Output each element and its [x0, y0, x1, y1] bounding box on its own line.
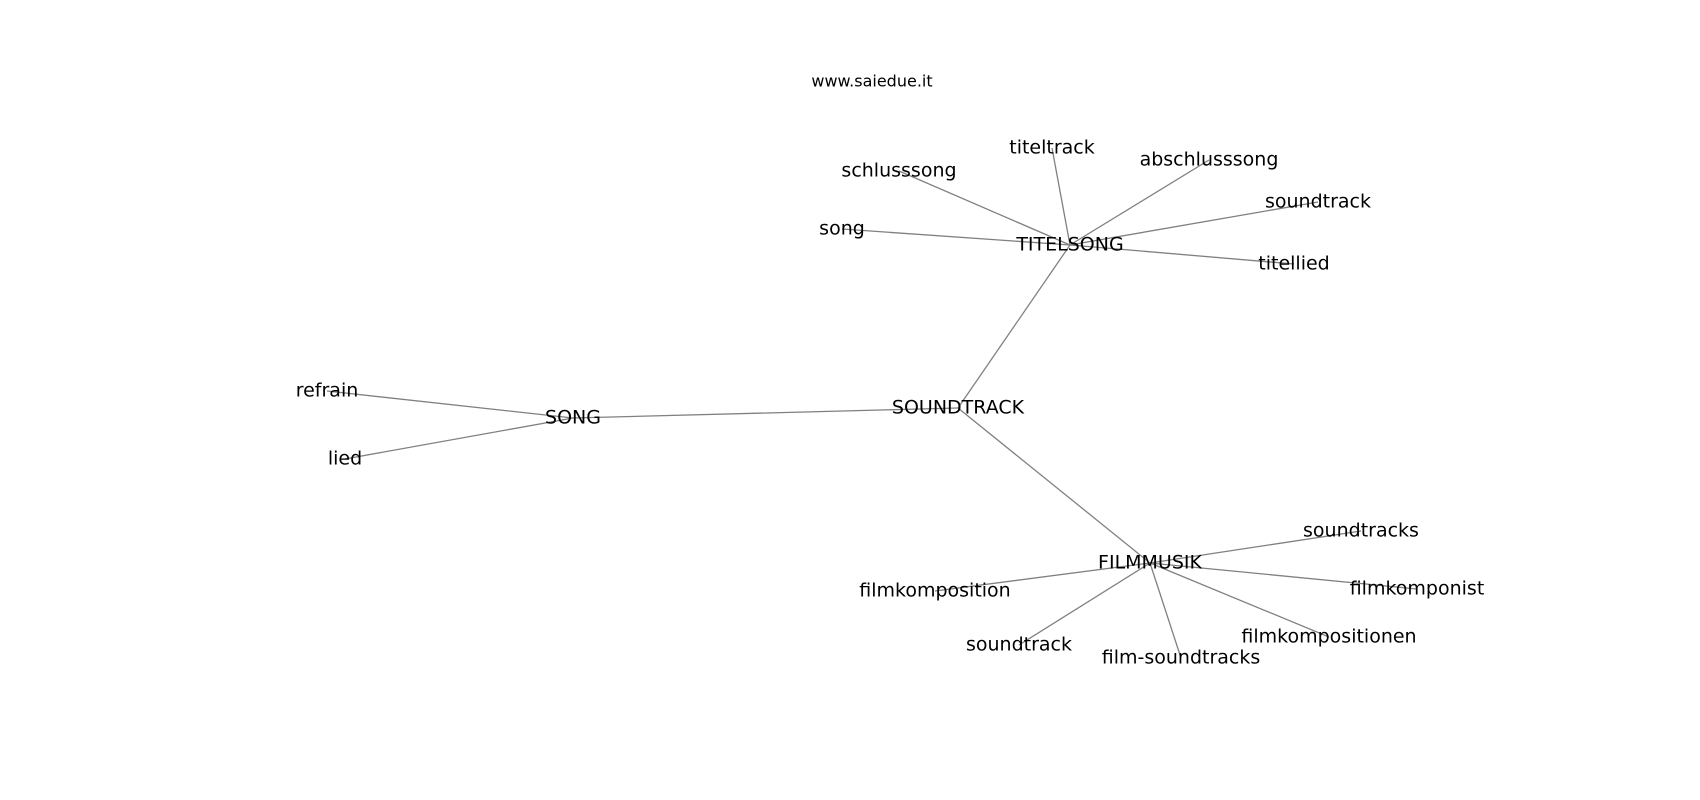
- edge-song_hub-lied: [344, 417, 574, 460]
- edge-titelsong_hub-soundtrack_t: [1069, 201, 1319, 246]
- node-label-song-hub: SONG: [545, 407, 601, 429]
- node-label-filmkompositionen: filmkompositionen: [1241, 626, 1416, 648]
- edge-filmmusik_hub-soundtracks: [1149, 530, 1362, 564]
- node-label-lied: lied: [328, 448, 362, 470]
- node-label-titelsong-hub: TITELSONG: [1015, 234, 1123, 256]
- edge-filmmusik_hub-soundtrack_f: [1018, 562, 1151, 646]
- edge-titelsong_hub-titellied: [1069, 244, 1295, 265]
- edge-filmmusik_hub-filmkomponist: [1149, 562, 1418, 590]
- node-label-soundtrack-f: soundtrack: [966, 634, 1072, 656]
- graph-nodes: SOUNDTRACK SONG TITELSONG FILMMUSIK refrain l…: [296, 137, 1485, 669]
- node-label-filmmusik-hub: FILMMUSIK: [1098, 552, 1202, 574]
- node-label-titeltrack: titeltrack: [1009, 137, 1095, 159]
- node-label-film-soundtracks: film-soundtracks: [1102, 647, 1261, 669]
- edge-titelsong_hub-song: [841, 228, 1071, 246]
- watermark-text: www.saiedue.it: [811, 72, 932, 91]
- node-label-soundtrack-t: soundtrack: [1265, 191, 1371, 213]
- graph-edges: [326, 147, 1418, 659]
- node-label-song: song: [819, 218, 865, 240]
- node-label-soundtracks: soundtracks: [1303, 520, 1419, 542]
- node-label-titellied: titellied: [1258, 253, 1329, 275]
- edge-filmmusik_hub-film_soundtracks: [1149, 562, 1182, 659]
- node-label-schlusssong: schlusssong: [841, 160, 956, 182]
- edge-titelsong_hub-abschlusssong: [1069, 159, 1210, 246]
- edge-soundtrack_hub-song_hub: [572, 407, 959, 419]
- edge-filmmusik_hub-filmkompositionen: [1149, 562, 1330, 638]
- edge-titelsong_hub-titeltrack: [1051, 147, 1071, 246]
- node-label-abschlusssong: abschlusssong: [1140, 149, 1279, 171]
- node-label-filmkomponist: filmkomponist: [1350, 578, 1485, 600]
- edge-filmmusik_hub-filmkomposition: [934, 562, 1151, 592]
- node-label-refrain: refrain: [296, 380, 359, 402]
- edge-titelsong_hub-schlusssong: [898, 170, 1071, 246]
- edge-soundtrack_hub-titelsong_hub: [957, 244, 1071, 409]
- node-label-filmkomposition: filmkomposition: [859, 580, 1010, 602]
- node-label-soundtrack-hub: SOUNDTRACK: [892, 397, 1025, 419]
- edge-song_hub-refrain: [326, 390, 574, 419]
- edge-soundtrack_hub-filmmusik_hub: [957, 407, 1151, 564]
